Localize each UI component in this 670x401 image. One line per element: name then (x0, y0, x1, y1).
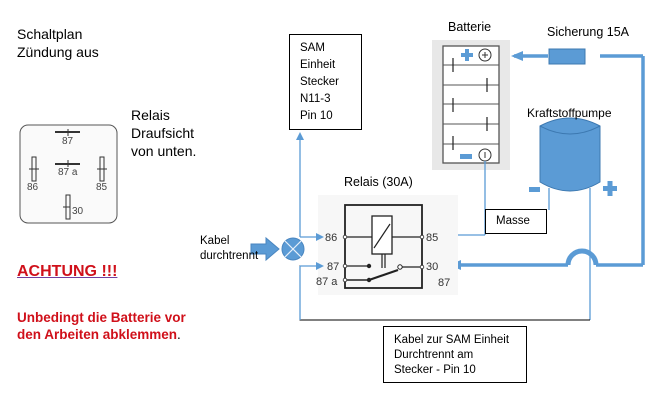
relay-schematic-title: Relais (30A) (344, 175, 413, 189)
warning-text: Unbedingt die Batterie vor den Arbeiten … (17, 309, 186, 343)
relay-view-pin-87a: 87 a (58, 167, 78, 178)
relay-view-label: Relais Draufsicht von unten. (131, 106, 196, 160)
relay-pin-86: 86 (325, 232, 337, 244)
warning-heading: ACHTUNG !!! (17, 263, 118, 280)
sam-box-line: Einheit (300, 59, 336, 71)
sam-box-line: Stecker (300, 76, 339, 88)
relay-view-label-line-3: von unten. (131, 143, 197, 159)
diagram-title: Schaltplan Zündung aus (17, 25, 99, 61)
cable-cut-label-line-1: Kabel (200, 235, 230, 247)
title-line-2: Zündung aus (17, 44, 99, 60)
warning-line-2: den Arbeiten abklemmen (17, 327, 178, 342)
warning-line-2-suffix: . (177, 327, 181, 342)
relay-view-label-line-1: Relais (131, 107, 170, 123)
cable-cut-arrow-icon (250, 236, 280, 262)
battery-label: Batterie (448, 20, 492, 34)
relay-top-view (19, 124, 118, 224)
sam-cable-cut-box: Kabel zur SAM Einheit Durchtrennt am Ste… (383, 326, 527, 383)
relay-pin-30: 30 (426, 261, 438, 273)
relay-view-pin-30: 30 (72, 206, 84, 217)
relay-view-pin-87: 87 (62, 136, 74, 147)
relay-pin-87: 87 (327, 261, 339, 273)
relay-schematic: 86 87 87 a 85 30 87 (316, 195, 458, 295)
wire-crossover-hop (565, 248, 599, 266)
battery-plus-icon (461, 49, 473, 61)
relay-view-pin-85: 85 (96, 182, 108, 193)
relay-pin-85: 85 (426, 232, 438, 244)
cable-cut-label: Kabel durchtrennt (200, 234, 258, 264)
fuse-icon (548, 48, 586, 65)
relay-pin-87b: 87 (438, 277, 450, 289)
title-line-1: Schaltplan (17, 26, 83, 42)
cable-cut-icon (281, 237, 305, 261)
sam-box-line: Pin 10 (300, 110, 333, 122)
battery (432, 40, 510, 170)
relay-pin-87a: 87 a (316, 276, 338, 288)
pump-plus-icon (603, 181, 617, 196)
relay-view-pin-86: 86 (27, 182, 39, 193)
relay-view-label-line-2: Draufsicht (131, 125, 195, 141)
fuel-pump (529, 117, 617, 320)
bottom-box-line: Kabel zur SAM Einheit (394, 334, 510, 346)
sam-signal-wires (296, 132, 590, 321)
sam-box-line: N11-3 (300, 93, 331, 105)
fuse-label: Sicherung 15A (547, 25, 630, 39)
pump-label: Kraftstoffpumpe (527, 106, 612, 120)
pump-minus-icon (529, 187, 540, 192)
sam-unit-box: SAM Einheit Stecker N11-3 Pin 10 (289, 34, 362, 130)
power-wire (449, 48, 645, 270)
ground-box: Masse (485, 209, 547, 234)
bottom-box-line: Stecker - Pin 10 (394, 364, 476, 376)
cable-cut-label-line-2: durchtrennt (200, 250, 259, 262)
bottom-box-line: Durchtrennt am (394, 349, 474, 361)
battery-minus-icon (460, 154, 472, 159)
sam-box-line: SAM (300, 42, 325, 54)
warning-line-1: Unbedingt die Batterie vor (17, 310, 186, 325)
